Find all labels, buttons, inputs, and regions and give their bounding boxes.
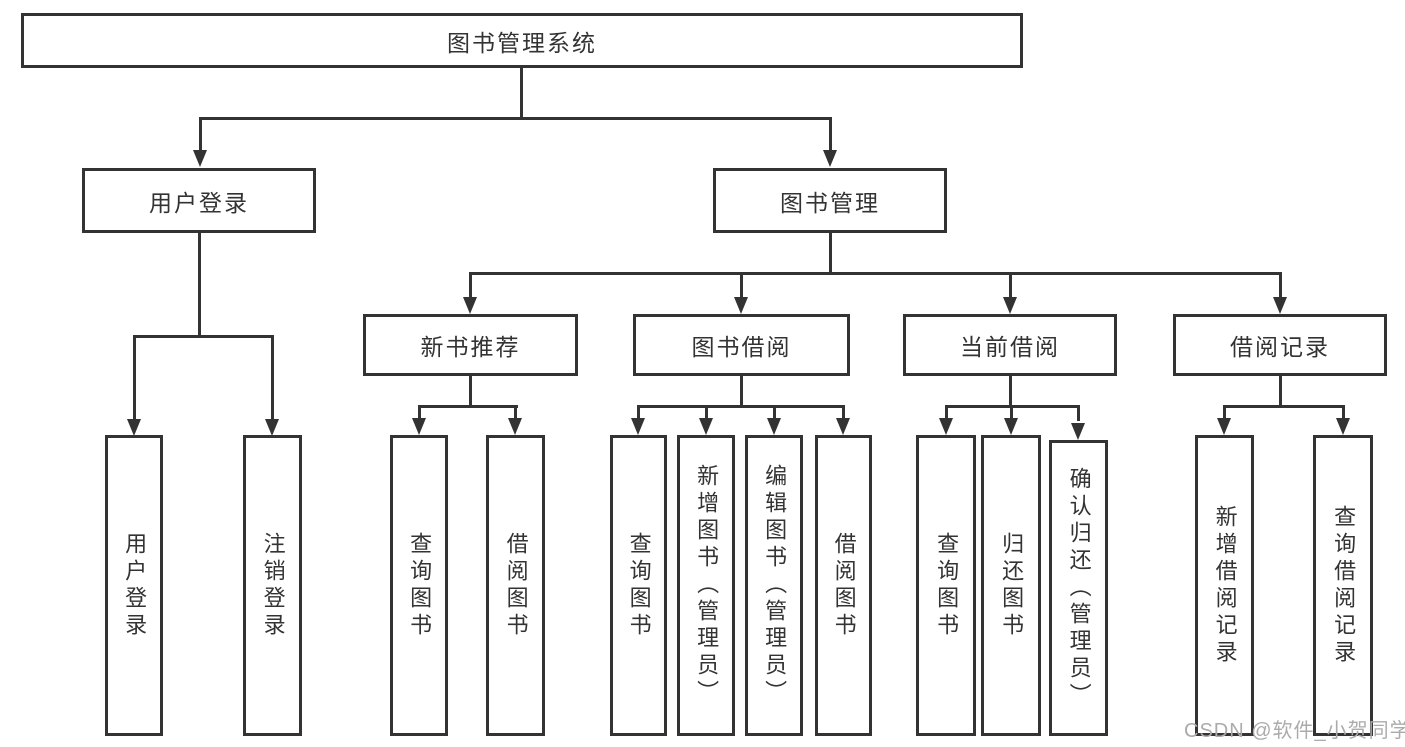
connector-to-book-management — [829, 117, 832, 152]
connector-to-current-borrow — [1009, 272, 1012, 299]
node-current-borrow: 当前借阅 — [903, 314, 1117, 376]
arrowhead-bb-edit — [767, 418, 781, 435]
connector-to-bb-borrow — [842, 405, 845, 421]
node-label: 查询图书 — [626, 531, 652, 640]
leaf-bb-borrow-book: 借阅图书 — [815, 435, 872, 736]
connector-to-new-book-recommend — [469, 272, 472, 299]
connector-recommend-rail — [418, 405, 518, 408]
arrowhead-cb-return — [1004, 418, 1018, 435]
arrowhead-br-query — [1336, 418, 1350, 435]
arrowhead-user-login — [193, 150, 207, 167]
node-library-management-system: 图书管理系统 — [21, 13, 1023, 68]
node-label: 图书借阅 — [691, 334, 792, 360]
leaf-rec-borrow-book: 借阅图书 — [486, 435, 545, 736]
arrowhead-bb-borrow — [836, 418, 850, 435]
node-borrow-record: 借阅记录 — [1173, 314, 1387, 376]
connector-current-stub — [1009, 376, 1012, 408]
connector-user-login-stub — [198, 233, 201, 337]
csdn-watermark: CSDN @软件_小贺同学 — [1184, 720, 1405, 742]
connector-to-rec-borrow — [514, 405, 517, 421]
connector-recommend-stub — [469, 376, 472, 408]
node-book-borrow: 图书借阅 — [633, 314, 850, 376]
connector-to-br-add — [1223, 405, 1226, 421]
connector-to-bb-edit — [773, 405, 776, 421]
arrowhead-leaf-logout — [265, 419, 279, 436]
node-label: 查询图书 — [407, 531, 433, 640]
arrowhead-rec-borrow — [508, 418, 522, 435]
node-label: 用户登录 — [122, 531, 148, 640]
connector-to-bb-query — [637, 405, 640, 421]
connector-user-login-rail — [133, 335, 274, 338]
node-label: 借阅图书 — [831, 531, 857, 640]
arrowhead-current-borrow — [1003, 297, 1017, 314]
connector-to-cb-return — [1010, 405, 1013, 421]
connector-to-book-borrow — [740, 272, 743, 299]
node-label: 新增图书（管理员） — [694, 464, 720, 707]
leaf-bb-query-book: 查询图书 — [610, 435, 667, 736]
arrowhead-rec-query — [412, 418, 426, 435]
leaf-rec-query-book: 查询图书 — [390, 435, 448, 736]
connector-to-br-query — [1342, 405, 1345, 421]
node-label: 借阅记录 — [1230, 334, 1330, 360]
node-label: 编辑图书（管理员） — [762, 464, 788, 707]
connector-level3-rail — [469, 272, 1282, 275]
connector-root-stub — [520, 67, 523, 120]
connector-book-mgmt-stub — [829, 233, 832, 274]
arrowhead-bb-add — [699, 418, 713, 435]
arrowhead-cb-confirm — [1071, 423, 1085, 440]
connector-level1-rail — [199, 117, 832, 120]
node-label: 新书推荐 — [420, 334, 521, 360]
node-label: 图书管理系统 — [447, 29, 597, 56]
leaf-bb-edit-book-admin: 编辑图书（管理员） — [745, 435, 803, 736]
node-label: 新增借阅记录 — [1212, 504, 1238, 667]
node-label: 查询借阅记录 — [1331, 504, 1357, 667]
connector-borrow-stub — [740, 376, 743, 408]
arrowhead-cb-query — [939, 418, 953, 435]
connector-to-leaf-logout — [271, 335, 274, 421]
node-new-book-recommend: 新书推荐 — [363, 314, 578, 376]
node-label: 注销登录 — [260, 531, 286, 640]
node-label: 图书管理 — [780, 189, 880, 216]
connector-to-cb-confirm — [1077, 405, 1080, 421]
arrowhead-borrow-record — [1273, 297, 1287, 314]
connector-to-rec-query — [418, 405, 421, 421]
leaf-br-add-record: 新增借阅记录 — [1195, 435, 1254, 736]
arrowhead-bb-query — [631, 418, 645, 435]
connector-borrow-rail — [637, 405, 845, 408]
leaf-cb-confirm-return-admin: 确认归还（管理员） — [1049, 440, 1108, 736]
leaf-cb-query-book: 查询图书 — [916, 435, 976, 736]
leaf-br-query-record: 查询借阅记录 — [1313, 435, 1373, 736]
arrowhead-leaf-user-login — [127, 419, 141, 436]
leaf-bb-add-book-admin: 新增图书（管理员） — [677, 435, 735, 736]
node-label: 用户登录 — [149, 189, 249, 216]
arrowhead-new-book-recommend — [463, 297, 477, 314]
arrowhead-br-add — [1217, 418, 1231, 435]
connector-record-rail — [1223, 405, 1345, 408]
leaf-user-login: 用户登录 — [105, 435, 163, 736]
connector-record-stub — [1279, 376, 1282, 408]
connector-to-cb-query — [945, 405, 948, 421]
connector-to-user-login — [199, 117, 202, 152]
node-label: 确认归还（管理员） — [1066, 466, 1092, 710]
arrowhead-book-management — [823, 150, 837, 167]
node-user-login: 用户登录 — [82, 168, 316, 233]
node-label: 查询图书 — [934, 531, 960, 640]
node-label: 借阅图书 — [503, 531, 529, 640]
connector-to-borrow-record — [1279, 272, 1282, 299]
leaf-cb-return-book: 归还图书 — [981, 435, 1041, 736]
node-label: 归还图书 — [999, 531, 1025, 640]
node-book-management: 图书管理 — [713, 168, 947, 233]
node-label: 当前借阅 — [960, 334, 1060, 360]
connector-to-leaf-user-login — [133, 335, 136, 421]
connector-to-bb-add — [705, 405, 708, 421]
arrowhead-book-borrow — [734, 297, 748, 314]
leaf-logout: 注销登录 — [243, 435, 302, 736]
